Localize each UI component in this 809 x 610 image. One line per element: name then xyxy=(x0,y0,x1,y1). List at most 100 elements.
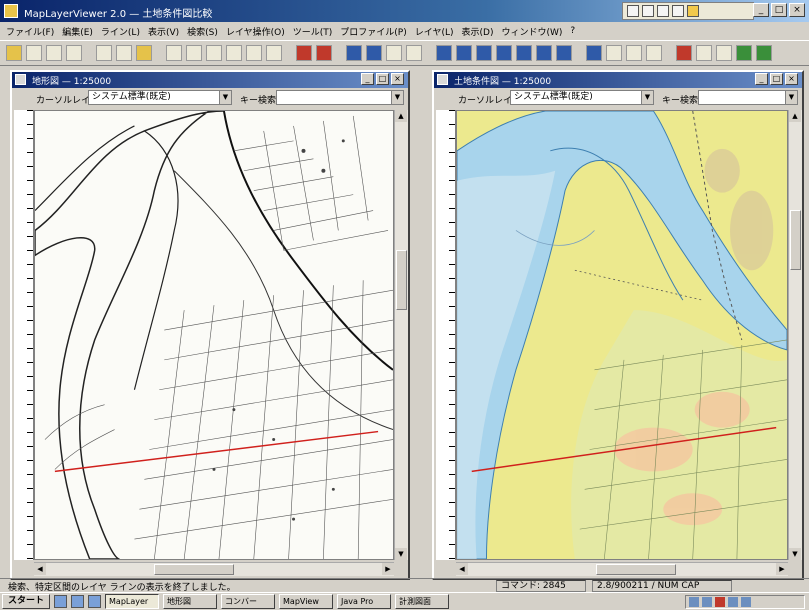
zoom-prev-icon[interactable] xyxy=(226,45,242,61)
marker-icon[interactable] xyxy=(676,45,692,61)
redo-icon[interactable] xyxy=(46,45,62,61)
volume-icon[interactable] xyxy=(702,597,712,607)
menu-window[interactable]: ウィンドウ(W) xyxy=(501,27,563,38)
print-preview-icon[interactable] xyxy=(116,45,132,61)
ie-icon[interactable] xyxy=(54,595,68,608)
scroll-down-icon[interactable]: ▼ xyxy=(395,548,407,560)
task-topomap[interactable]: 地形図 xyxy=(163,594,218,609)
zoom-out-icon[interactable] xyxy=(186,45,202,61)
ime-icon[interactable] xyxy=(728,597,738,607)
window-new-icon[interactable] xyxy=(646,45,662,61)
grid-icon[interactable] xyxy=(436,45,452,61)
right-map-canvas[interactable] xyxy=(456,110,788,560)
chevron-down-icon[interactable]: ▼ xyxy=(785,91,797,104)
left-vertical-scrollbar[interactable]: ▲ ▼ xyxy=(394,110,408,560)
menu-search[interactable]: 検索(S) xyxy=(187,27,218,38)
undo-icon[interactable] xyxy=(26,45,42,61)
chevron-down-icon[interactable]: ▼ xyxy=(391,91,403,104)
task-mapview[interactable]: MapView xyxy=(279,594,334,609)
scroll-down-icon[interactable]: ▼ xyxy=(789,548,801,560)
image-icon[interactable] xyxy=(556,45,572,61)
scroll-left-icon[interactable]: ◀ xyxy=(456,563,468,575)
right-window-titlebar[interactable]: 土地条件図 — 1:25000 _ □ × xyxy=(434,72,802,88)
save-icon[interactable] xyxy=(672,5,684,17)
maximize-button[interactable]: □ xyxy=(771,3,787,17)
overlay-icon[interactable] xyxy=(496,45,512,61)
table-icon[interactable] xyxy=(406,45,422,61)
select-icon[interactable] xyxy=(657,5,669,17)
map-icon[interactable] xyxy=(736,45,752,61)
scroll-right-icon[interactable]: ▶ xyxy=(382,563,394,575)
start-button[interactable]: スタート xyxy=(2,594,51,609)
scroll-left-icon[interactable]: ◀ xyxy=(34,563,46,575)
right-maximize-button[interactable]: □ xyxy=(770,73,783,85)
antivirus-icon[interactable] xyxy=(715,597,725,607)
pencil-icon[interactable] xyxy=(642,5,654,17)
layer-red2-icon[interactable] xyxy=(316,45,332,61)
left-window-titlebar[interactable]: 地形図 — 1:25000 _ □ × xyxy=(12,72,408,88)
desktop-icon[interactable] xyxy=(71,595,85,608)
left-horizontal-scrollbar[interactable]: ◀ ▶ xyxy=(34,562,394,576)
scroll-right-icon[interactable]: ▶ xyxy=(776,563,788,575)
right-vertical-scrollbar[interactable]: ▲ ▼ xyxy=(788,110,802,560)
legend-icon[interactable] xyxy=(516,45,532,61)
menu-profile[interactable]: プロファイル(P) xyxy=(340,27,407,38)
task-measure[interactable]: 計測図面 xyxy=(395,594,450,609)
right-close-button[interactable]: × xyxy=(785,73,798,85)
right-search-select[interactable]: ▼ xyxy=(698,90,798,105)
window-split-icon[interactable] xyxy=(626,45,642,61)
menu-edit[interactable]: 編集(E) xyxy=(62,27,93,38)
right-minimize-button[interactable]: _ xyxy=(755,73,768,85)
clock-icon[interactable] xyxy=(741,597,751,607)
pointer-tool-icon[interactable] xyxy=(6,45,22,61)
right-hscroll-thumb[interactable] xyxy=(596,564,676,575)
print-icon[interactable] xyxy=(96,45,112,61)
network-icon[interactable] xyxy=(689,597,699,607)
menu-line[interactable]: ライン(L) xyxy=(100,27,140,38)
left-layer-select[interactable]: システム標準(既定) ▼ xyxy=(88,90,232,105)
map-export-icon[interactable] xyxy=(756,45,772,61)
task-maplayer[interactable]: MapLayer xyxy=(105,594,160,609)
mail-icon[interactable] xyxy=(88,595,102,608)
menu-file[interactable]: ファイル(F) xyxy=(6,27,55,38)
menu-tools[interactable]: ツール(T) xyxy=(292,27,333,38)
attribute-icon[interactable] xyxy=(536,45,552,61)
left-search-select[interactable]: ▼ xyxy=(276,90,404,105)
menu-view[interactable]: 表示(V) xyxy=(147,27,180,38)
zoom-window-icon[interactable] xyxy=(206,45,222,61)
point-icon[interactable] xyxy=(346,45,362,61)
chevron-down-icon[interactable]: ▼ xyxy=(641,91,653,104)
left-map-canvas[interactable] xyxy=(34,110,394,560)
window-cascade-icon[interactable] xyxy=(606,45,622,61)
menu-layer[interactable]: レイヤ(L) xyxy=(414,27,454,38)
menu-help[interactable]: ? xyxy=(570,26,576,36)
line-style-icon[interactable] xyxy=(716,45,732,61)
measure-icon[interactable] xyxy=(386,45,402,61)
scroll-up-icon[interactable]: ▲ xyxy=(395,110,407,122)
zoom-in-icon[interactable] xyxy=(166,45,182,61)
task-java[interactable]: Java Pro xyxy=(337,594,392,609)
chevron-down-icon[interactable]: ▼ xyxy=(219,91,231,104)
layer-panel-icon[interactable] xyxy=(456,45,472,61)
line-tool-icon[interactable] xyxy=(627,5,639,17)
menu-layer-ops[interactable]: レイヤ操作(O) xyxy=(225,27,285,38)
close-button[interactable]: × xyxy=(789,3,805,17)
filter-icon[interactable] xyxy=(136,45,152,61)
copy-icon[interactable] xyxy=(66,45,82,61)
left-hscroll-thumb[interactable] xyxy=(154,564,234,575)
left-close-button[interactable]: × xyxy=(391,73,404,85)
left-maximize-button[interactable]: □ xyxy=(376,73,389,85)
scroll-up-icon[interactable]: ▲ xyxy=(789,110,801,122)
right-layer-select[interactable]: システム標準(既定) ▼ xyxy=(510,90,654,105)
polyline-icon[interactable] xyxy=(366,45,382,61)
right-vscroll-thumb[interactable] xyxy=(790,210,801,270)
layer-list-icon[interactable] xyxy=(476,45,492,61)
help-icon[interactable] xyxy=(687,5,699,17)
zoom-next-icon[interactable] xyxy=(246,45,262,61)
text-icon[interactable] xyxy=(696,45,712,61)
left-minimize-button[interactable]: _ xyxy=(361,73,374,85)
right-horizontal-scrollbar[interactable]: ◀ ▶ xyxy=(456,562,788,576)
window-tile-icon[interactable] xyxy=(586,45,602,61)
zoom-fit-icon[interactable] xyxy=(266,45,282,61)
minimize-button[interactable]: _ xyxy=(753,3,769,17)
